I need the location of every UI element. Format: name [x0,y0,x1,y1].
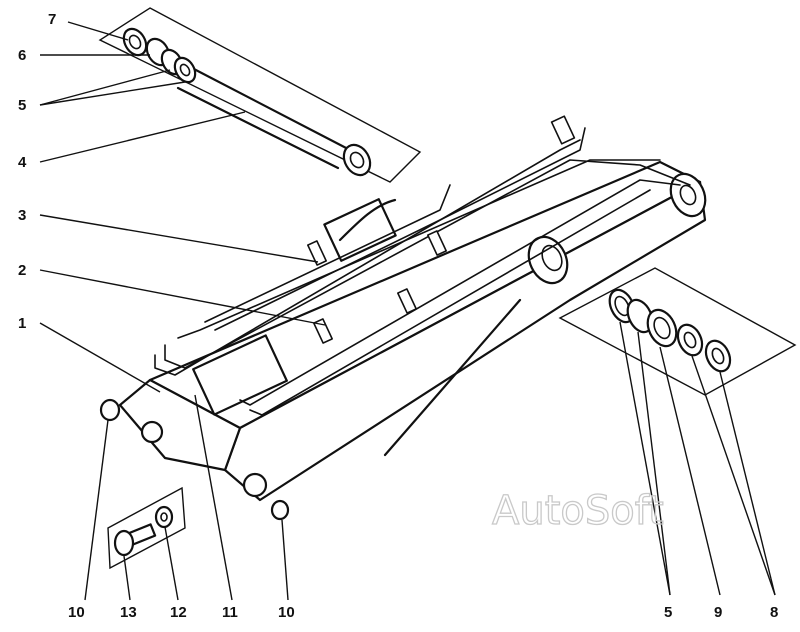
leader-5b-2 [637,331,671,596]
cylinder-body [176,66,352,170]
pipe-6 [204,184,451,323]
callout-2: 2 [18,262,26,279]
callout-12: 12 [170,604,187,621]
callout-7: 7 [48,11,56,28]
leader-lines [39,21,776,601]
cylinder-end-bore [349,151,365,169]
pipe-clamp-1 [307,240,327,266]
pipe-clamp-4 [313,318,333,344]
seal-ring-7-inner [128,34,142,50]
callout-5-top: 5 [18,97,26,114]
callout-10-right: 10 [278,604,295,621]
leader-8-1 [691,355,776,596]
rear-pivot-hole [140,420,164,444]
grease-fitting-10a [99,398,121,422]
washer-12-inner [160,512,168,522]
callout-5-bottom: 5 [664,604,672,621]
pipe-4 [239,179,681,406]
leader-1 [39,322,161,393]
pipe-clamp-2 [427,230,447,256]
cylinder-end-cap [342,143,372,177]
leader-2 [39,269,326,326]
top-bracket-b [323,198,397,262]
cylinder-detail-frame [98,7,422,183]
lower-brace-rod [383,298,522,457]
grease-fitting-10b [270,499,290,521]
leader-10b [281,519,289,601]
pipe-1 [154,139,581,376]
nut-8a-inner [683,331,697,349]
bolt-detail-group [107,486,186,570]
bushing-ring-9 [646,308,678,348]
callout-10-left: 10 [68,604,85,621]
nut-8b-inner [711,347,725,365]
pipe-7 [214,127,586,331]
washer-12 [154,505,174,529]
callout-9: 9 [714,604,722,621]
nut-8b [704,339,732,373]
pipe-2 [164,159,691,369]
leader-13 [123,555,131,601]
callout-labels: 7 6 5 4 3 2 1 10 13 12 11 10 5 9 8 [18,11,778,621]
hydraulic-pipes-group [154,115,691,416]
pipe-elbow [550,115,576,145]
bolt-13-head [113,529,135,557]
callout-1: 1 [18,315,26,332]
watermark: AutoSoft [492,488,664,534]
leader-5a-1 [39,69,171,106]
mid-bracket-bore [541,244,563,272]
leader-9 [659,346,721,596]
leader-5b-1 [619,321,671,596]
pipe-5 [249,189,651,416]
bushing-ring-5b [626,298,654,334]
bolt-detail-frame [107,486,186,570]
flex-hose [338,198,397,242]
callout-11: 11 [222,604,238,621]
leader-10a [84,419,109,601]
leader-3 [39,214,319,263]
front-pivot-bore [679,184,697,206]
nut-8a [676,323,704,357]
cylinder-detail-group [98,7,422,183]
top-bracket-a [192,334,288,416]
bushing-detail-group [558,267,797,396]
leader-11 [194,394,233,601]
bushing-detail-frame [558,267,797,396]
bushing-ring-5a-inner [614,295,630,317]
bushing-ring-9-inner [653,316,671,340]
pipe-clamp-3 [397,288,417,314]
boom-main-group [118,160,707,502]
leader-5a-2 [39,81,186,106]
callout-8: 8 [770,604,778,621]
seal-ring-5b-inner [179,63,191,77]
callout-4: 4 [18,154,27,171]
rear-pivot-hole-lower [242,472,268,498]
seal-ring-5b [173,56,197,84]
leader-4 [39,111,246,163]
leader-12 [164,526,179,601]
callout-3: 3 [18,207,26,224]
callout-6: 6 [18,47,26,64]
leader-7 [67,21,129,41]
pipe-3 [177,159,661,339]
callout-13: 13 [120,604,137,621]
seal-ring-7 [122,27,148,57]
leader-8-2 [719,371,776,596]
